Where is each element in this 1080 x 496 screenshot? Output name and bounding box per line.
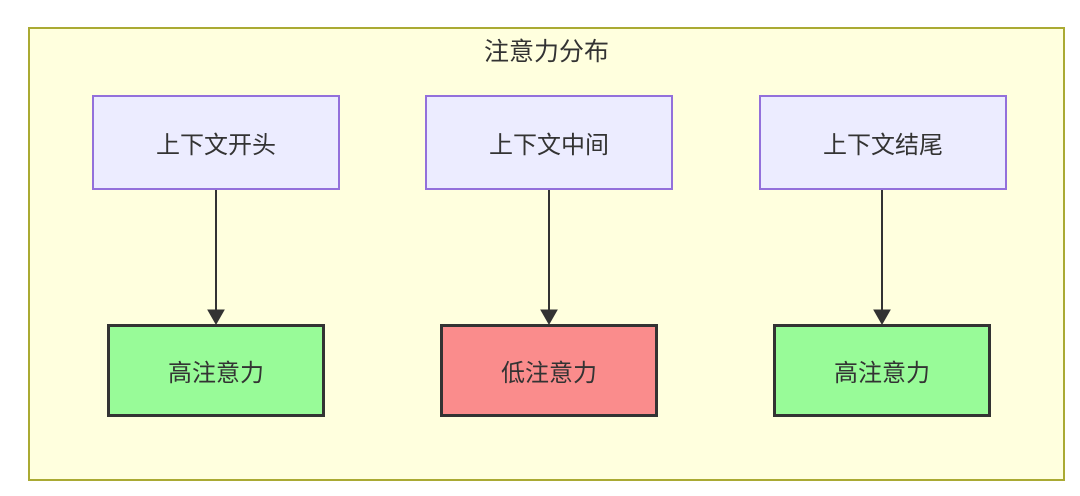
node-high-attention-start: 高注意力 bbox=[107, 324, 325, 417]
diagram-title: 注意力分布 bbox=[483, 38, 609, 66]
node-high-attention-end: 高注意力 bbox=[773, 324, 991, 417]
attention-distribution-cluster: 注意力分布 上下文开头 上下文中间 上下文结尾 高注意力 bbox=[28, 27, 1065, 481]
arrow-start-to-high bbox=[207, 190, 225, 326]
node-context-middle-label: 上下文中间 bbox=[489, 132, 609, 159]
node-high-attention-start-label: 高注意力 bbox=[168, 360, 264, 387]
arrow-middle-to-low bbox=[540, 190, 558, 326]
node-context-end: 上下文结尾 bbox=[759, 95, 1007, 190]
node-low-attention-middle-label: 低注意力 bbox=[501, 360, 597, 387]
arrow-end-to-high bbox=[873, 190, 891, 326]
node-low-attention-middle: 低注意力 bbox=[440, 324, 658, 417]
node-context-start-label: 上下文开头 bbox=[156, 132, 276, 159]
node-context-middle: 上下文中间 bbox=[425, 95, 673, 190]
node-context-start: 上下文开头 bbox=[92, 95, 340, 190]
node-context-end-label: 上下文结尾 bbox=[823, 132, 943, 159]
node-high-attention-end-label: 高注意力 bbox=[834, 360, 930, 387]
